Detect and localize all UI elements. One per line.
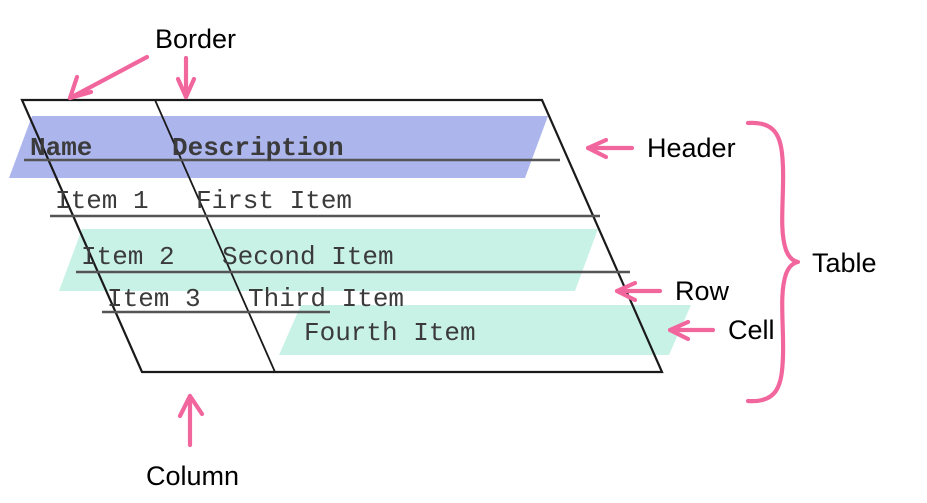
border-arrow-vertical-icon (175, 55, 197, 100)
table-curly-brace-icon (745, 120, 801, 404)
annotation-label-header: Header (647, 133, 736, 163)
floating-cell-band (279, 305, 691, 355)
header-cell-name: Name (30, 133, 92, 163)
body-cell-description-2: Second Item (222, 242, 394, 272)
annotation-label-row: Row (675, 276, 730, 306)
annotation-label-column: Column (146, 461, 239, 491)
annotation-column: Column (146, 393, 239, 491)
annotation-table: Table (745, 120, 877, 404)
table-text-content: Name Description Item 1 First Item Item … (30, 133, 476, 348)
header-arrow-left-icon (585, 137, 635, 160)
annotation-row: Row (614, 276, 730, 306)
body-cell-name-3: Item 3 (107, 284, 201, 314)
floating-cell-text: Fourth Item (304, 318, 476, 348)
body-cell-description-3: Third Item (248, 284, 404, 314)
annotation-cell: Cell (667, 315, 775, 345)
annotation-label-table: Table (812, 248, 877, 278)
header-cell-description: Description (172, 133, 344, 163)
body-cell-name-2: Item 2 (81, 242, 175, 272)
annotation-header: Header (585, 133, 736, 163)
table-border-shape (20, 98, 664, 374)
row-highlight-band-item2 (59, 229, 598, 291)
body-cell-name-1: Item 1 (55, 186, 149, 216)
annotation-border: Border (67, 24, 236, 101)
table-outline (20, 98, 664, 374)
cell-arrow-left-icon (667, 319, 716, 342)
annotation-label-border: Border (155, 24, 236, 54)
highlight-bands (9, 116, 691, 355)
column-divider-line (154, 99, 276, 373)
header-highlight-band (9, 116, 548, 178)
column-arrow-up-icon (177, 393, 205, 448)
annotation-label-cell: Cell (728, 315, 775, 345)
body-cell-description-1: First Item (196, 186, 352, 216)
border-arrow-diagonal-icon (67, 54, 150, 101)
row-separators (24, 158, 630, 314)
row-arrow-left-icon (614, 280, 663, 303)
